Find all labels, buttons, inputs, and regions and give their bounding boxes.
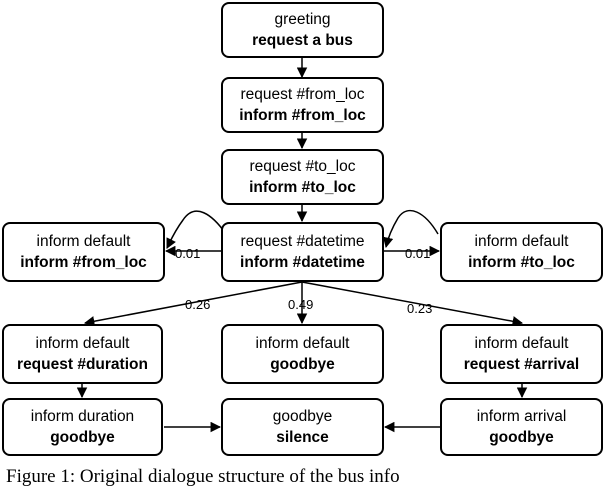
figure-caption: Figure 1: Original dialogue structure of…: [6, 466, 400, 487]
node-duration-request: inform default request #duration: [2, 324, 163, 384]
edge-left-loop: [166, 210, 227, 249]
node-greeting: greeting request a bus: [221, 2, 384, 58]
edge-label-goodbye: 0.49: [288, 297, 313, 312]
node-label-bold: inform #from_loc: [20, 254, 147, 271]
node-label-normal: inform default: [35, 335, 130, 352]
node-datetime: request #datetime inform #datetime: [221, 222, 384, 282]
node-label-bold: request #arrival: [463, 356, 580, 373]
node-goodbye: inform default goodbye: [221, 324, 384, 384]
node-label-normal: inform default: [474, 335, 569, 352]
node-label-bold: silence: [276, 429, 329, 446]
edge-label-arrival: 0.23: [407, 301, 432, 316]
node-label-bold: request a bus: [252, 32, 353, 49]
edge-right-loop: [382, 209, 439, 249]
node-label-bold: inform #to_loc: [249, 179, 356, 196]
node-to-loc: request #to_loc inform #to_loc: [221, 149, 384, 205]
edge-label-left: 0.01: [175, 246, 200, 261]
edge-datetime-to-arrival-req: [301, 281, 524, 327]
node-label-bold: goodbye: [50, 429, 115, 446]
node-arrival-inform: inform arrival goodbye: [440, 398, 603, 456]
node-label-normal: inform duration: [30, 408, 135, 425]
dialogue-flow-diagram: 0.01 0.01 0.26 0.49 0.23 greeting reques…: [2, 2, 603, 456]
node-label-normal: request #datetime: [240, 233, 365, 250]
node-label-normal: inform default: [36, 233, 131, 250]
edge-label-duration: 0.26: [185, 297, 210, 312]
node-left-default: inform default inform #from_loc: [2, 222, 165, 282]
node-label-normal: goodbye: [272, 408, 333, 425]
node-label-normal: inform arrival: [476, 408, 567, 425]
node-label-bold: inform #datetime: [240, 254, 365, 271]
edges-layer: 0.01 0.01 0.26 0.49 0.23: [76, 56, 528, 433]
node-label-normal: request #to_loc: [249, 158, 356, 175]
node-duration-inform: inform duration goodbye: [2, 398, 163, 456]
node-label-bold: inform #from_loc: [239, 107, 366, 124]
node-arrival-request: inform default request #arrival: [440, 324, 603, 384]
node-right-default: inform default inform #to_loc: [440, 222, 603, 282]
node-label-bold: goodbye: [270, 356, 335, 373]
node-label-bold: goodbye: [489, 429, 554, 446]
node-label-normal: request #from_loc: [240, 86, 365, 103]
edge-datetime-to-duration-req: [83, 281, 303, 327]
node-label-normal: greeting: [274, 11, 331, 28]
node-label-normal: inform default: [255, 335, 350, 352]
node-label-normal: inform default: [474, 233, 569, 250]
node-silence: goodbye silence: [221, 398, 384, 456]
node-label-bold: request #duration: [17, 356, 148, 373]
edge-label-right: 0.01: [405, 246, 430, 261]
node-from-loc: request #from_loc inform #from_loc: [221, 77, 384, 133]
node-label-bold: inform #to_loc: [468, 254, 575, 271]
